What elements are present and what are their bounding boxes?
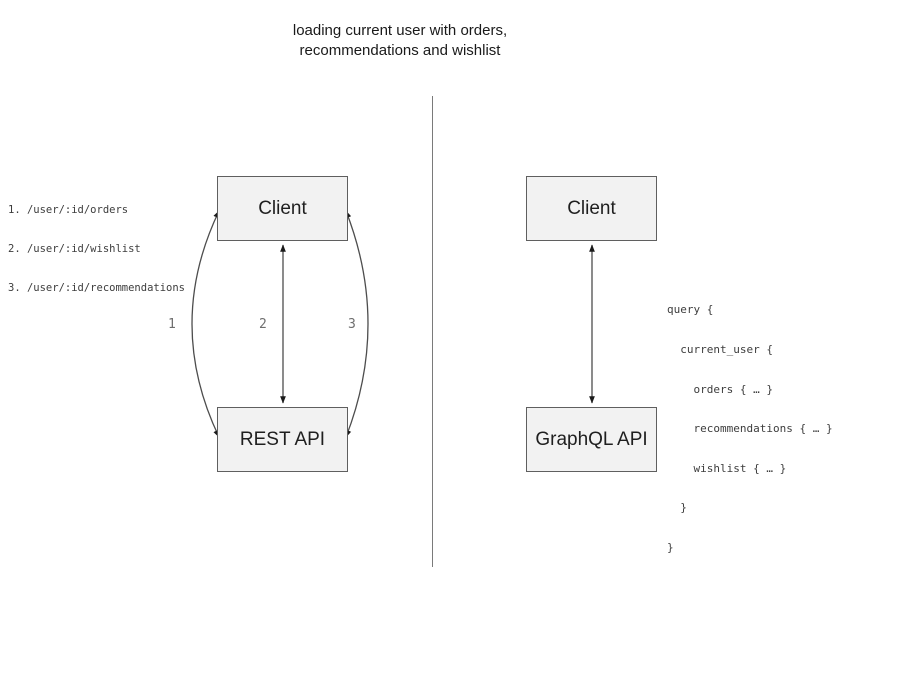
graphql-client-label: Client <box>567 197 616 219</box>
graphql-api-box: GraphQL API <box>526 407 657 472</box>
graphql-api-label: GraphQL API <box>535 428 648 450</box>
arrow-label-3: 3 <box>348 317 356 332</box>
query-line: current_user { <box>667 343 773 357</box>
endpoint-item-wishlist: 2. /user/:id/wishlist <box>8 243 141 255</box>
arrow-label-1: 1 <box>168 317 176 332</box>
endpoint-item-recommendations: 3. /user/:id/recommendations <box>8 282 186 294</box>
diagram-title: loading current user with orders, recomm… <box>250 21 550 61</box>
endpoint-item-orders: 1. /user/:id/orders <box>8 204 129 216</box>
graphql-query-code: query { current_user { orders { … } reco… <box>667 277 833 581</box>
rest-arrow-1 <box>191 210 220 438</box>
rest-api-label: REST API <box>239 428 326 450</box>
query-line: query { <box>667 303 714 317</box>
diagram-title-line-2: recommendations and wishlist <box>299 42 501 59</box>
query-line: recommendations { … } <box>667 422 833 436</box>
query-line: } <box>667 501 687 515</box>
diagram-title-line-1: loading current user with orders, <box>292 22 508 39</box>
rest-api-box: REST API <box>217 407 348 472</box>
query-line: orders { … } <box>667 382 773 396</box>
endpoint-list: 1. /user/:id/orders 2. /user/:id/wishlis… <box>8 178 185 321</box>
rest-client-label: Client <box>258 197 307 219</box>
query-line: } <box>667 541 674 555</box>
query-line: wishlist { … } <box>667 461 787 475</box>
arrow-label-2: 2 <box>259 317 267 332</box>
rest-client-box: Client <box>217 176 348 241</box>
graphql-client-box: Client <box>526 176 657 241</box>
panel-divider <box>432 96 434 567</box>
